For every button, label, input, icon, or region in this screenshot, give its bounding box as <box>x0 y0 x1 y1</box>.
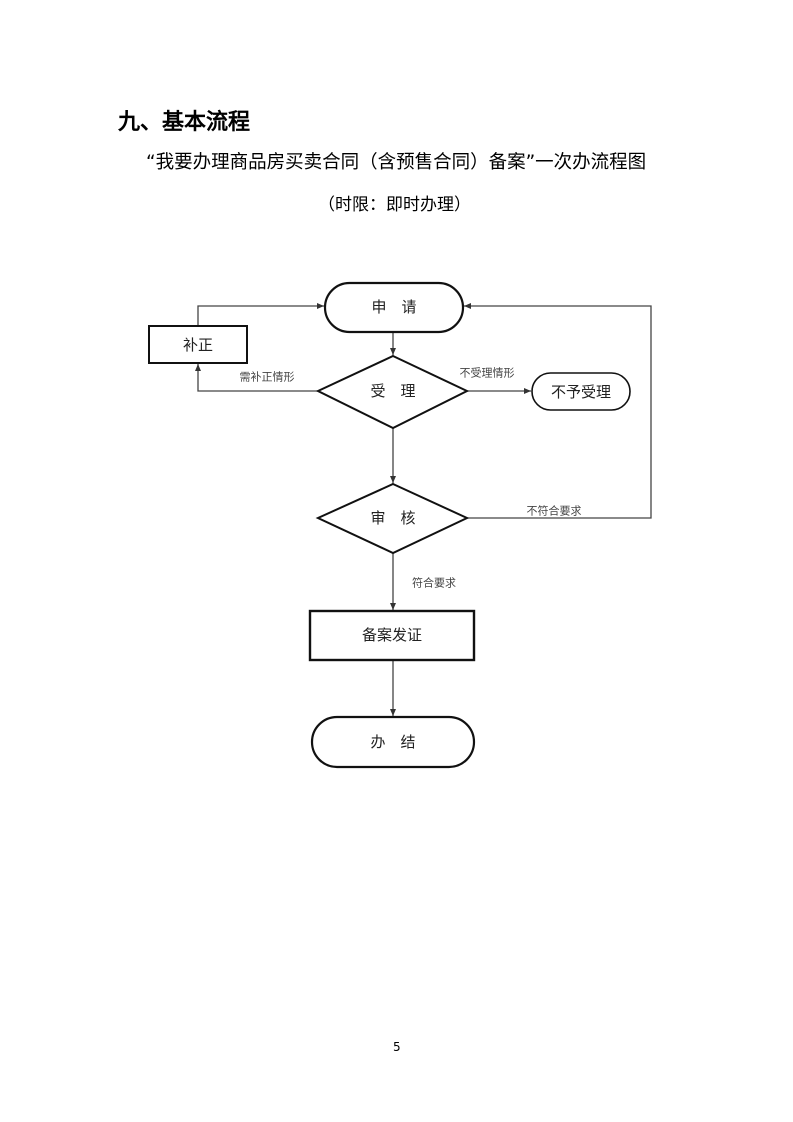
section-heading: 九、基本流程 <box>118 110 251 135</box>
node-finish-shape <box>310 715 476 769</box>
edge-label-not-accepted: 不受理情形 <box>460 367 515 380</box>
edge-review-to-apply <box>464 303 652 519</box>
edge-label-compliant: 符合要求 <box>412 576 456 590</box>
node-accept: 受 理 <box>370 382 415 400</box>
edge-correct-to-apply <box>197 303 324 326</box>
node-finish: 办 结 <box>370 733 415 751</box>
node-correct-shape <box>148 325 248 364</box>
node-accept-shape <box>315 354 470 430</box>
node-apply: 申 请 <box>371 298 416 316</box>
node-reject: 不予受理 <box>551 383 611 401</box>
node-correct: 补正 <box>183 336 213 354</box>
flowchart-title: “我要办理商品房买卖合同（含预售合同）备案”一次办流程图 <box>146 152 647 173</box>
time-limit: （时限：即时办理） <box>318 195 471 215</box>
node-reject-shape <box>531 372 631 411</box>
page-number: 5 <box>393 1040 401 1054</box>
node-review-shape <box>315 482 470 555</box>
node-certify: 备案发证 <box>362 626 422 644</box>
edge-label-need-correction: 需补正情形 <box>240 371 295 384</box>
node-apply-shape <box>323 281 465 334</box>
node-certify-shape <box>308 609 476 662</box>
node-review: 审 核 <box>370 509 415 527</box>
edge-label-not-compliant: 不符合要求 <box>527 504 582 518</box>
edge-accept-to-correct <box>195 364 318 392</box>
